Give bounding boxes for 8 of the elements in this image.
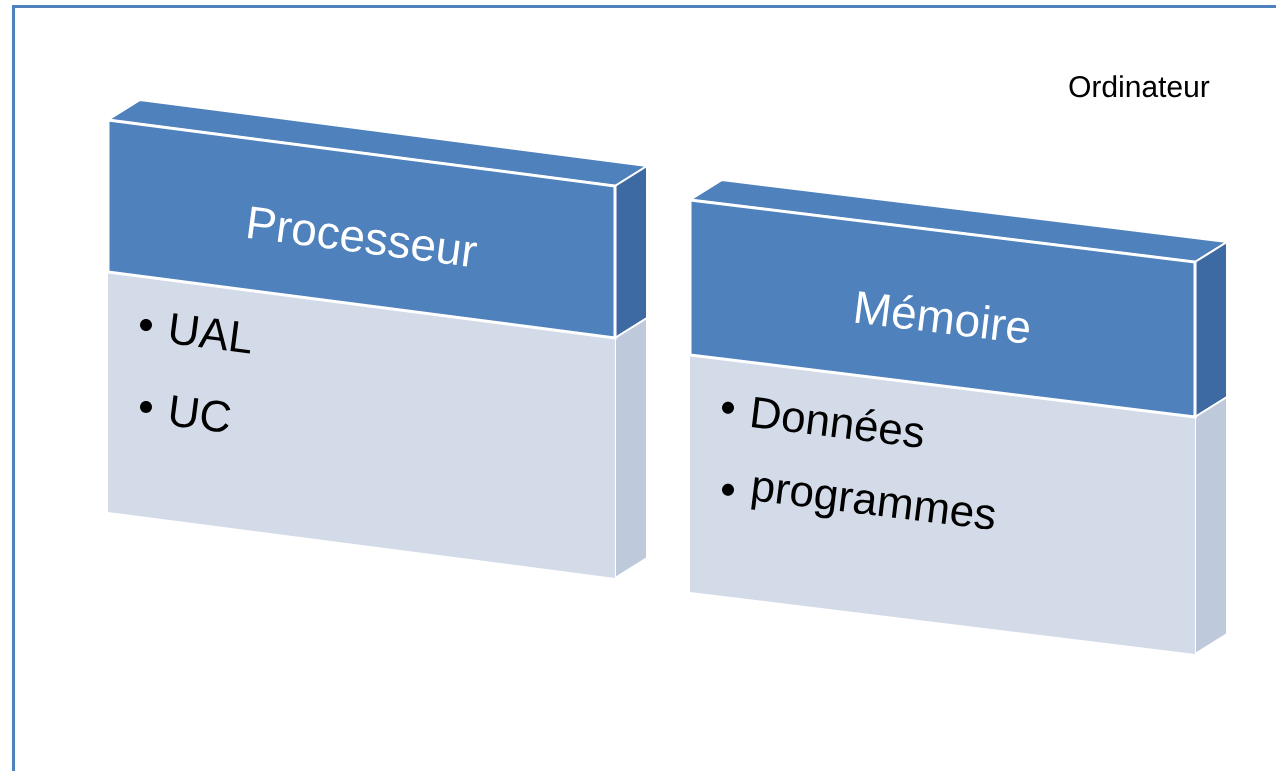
bullet-item: UC [140, 395, 231, 432]
bullet-item: Données [722, 397, 924, 448]
frame [12, 5, 1276, 771]
bullet-item: UAL [140, 313, 251, 354]
card-heading: Mémoire [855, 291, 1029, 344]
card-heading: Processeur [247, 206, 478, 267]
bullet-item: programmes [722, 477, 995, 530]
frame-title: Ordinateur [1069, 75, 1210, 98]
